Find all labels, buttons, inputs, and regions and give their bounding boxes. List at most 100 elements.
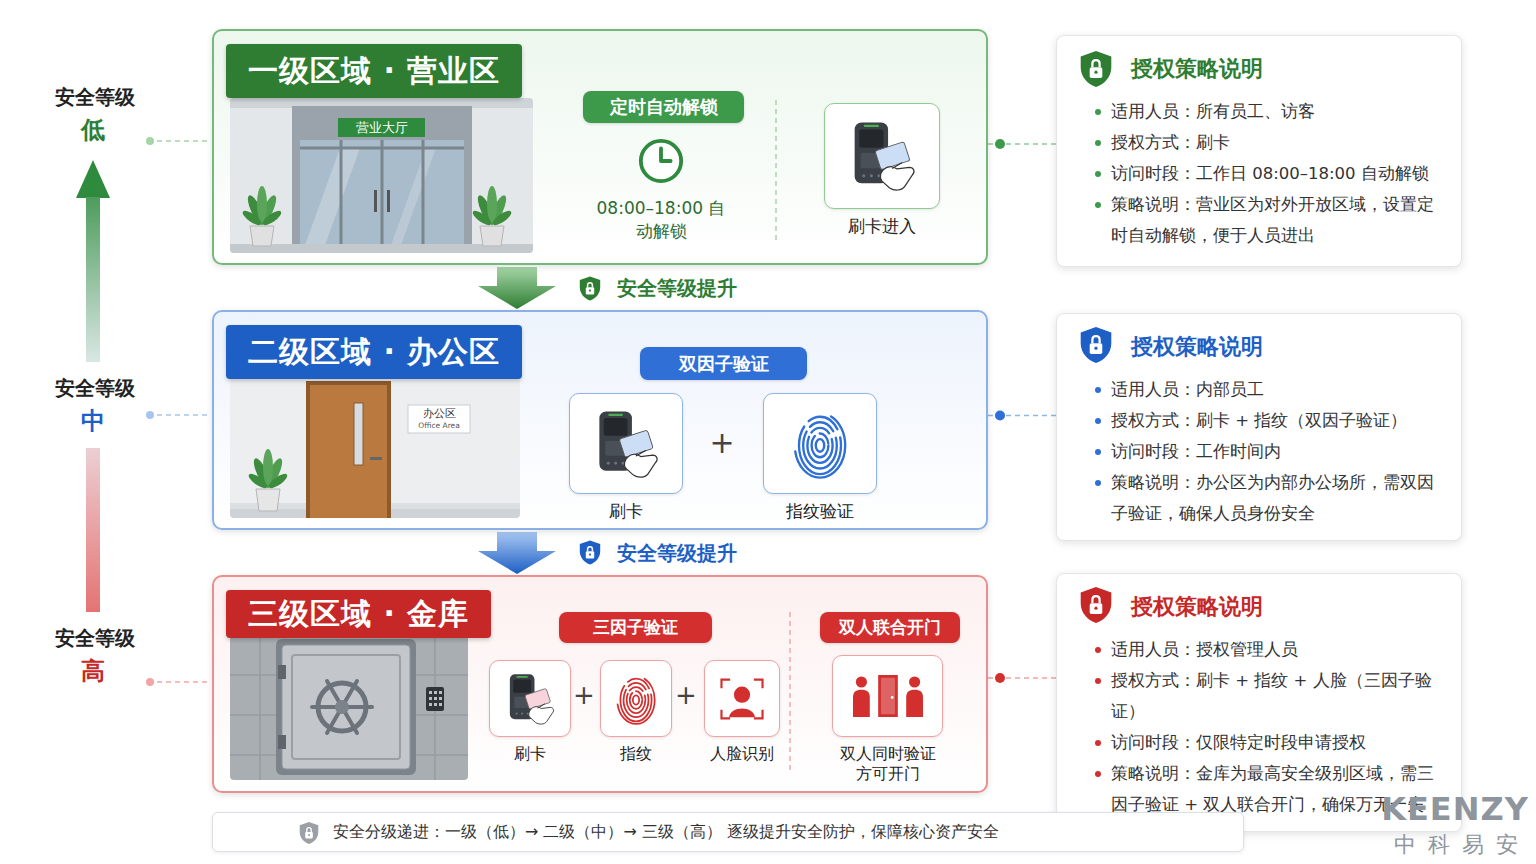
policy-row: 授权方式：刷卡 [1095,127,1445,158]
level-grade: 低 [81,116,105,145]
policy-row: 适用人员：授权管理人员 [1095,634,1445,665]
method-icon-box: 指纹 [600,660,672,737]
method-icon-box: 双人同时验证 方可开门 [832,655,943,737]
policy-heading: 授权策略说明 [1131,592,1263,622]
bullet-dot [1095,449,1101,455]
method-label: 三因子验证 [593,616,678,639]
bullet-dot [1095,109,1101,115]
link-dot [995,673,1005,683]
bullet-dot [1095,771,1101,777]
policy-item: 策略说明：办公区为内部办公场所，需双因子验证，确保人员身份安全 [1111,467,1445,529]
zone-panel: 三级区域 · 金库三因子验证刷卡指纹人脸识别双人联合开门双人同时验证 方可开门 [212,575,988,793]
method-caption: 双人同时验证 方可开门 [833,744,942,784]
method-icon-box: 刷卡 [489,660,571,737]
zone-panel: 二级区域 · 办公区双因子验证刷卡指纹验证 [212,310,988,530]
policy-row: 适用人员：内部员工 [1095,374,1445,405]
policy-item: 访问时段：工作时间内 [1111,436,1281,467]
policy-item: 授权方式：刷卡 [1111,127,1230,158]
card-reader-icon [502,671,558,727]
method-caption: 刷卡进入 [825,216,939,236]
sign-subtext: Office Area [418,421,460,430]
zone-title: 三级区域 · 金库 [226,590,491,638]
level-arrow [478,532,556,574]
method-caption: 指纹验证 [764,501,876,521]
two-person-door-icon [846,668,930,724]
fingerprint-icon [610,673,662,725]
summary-bar: 安全分级递进：一级（低）→ 二级（中）→ 三级（高） 逐级提升安全防护，保障核心… [212,812,1244,852]
level-grade: 高 [81,657,105,686]
method-label: 双因子验证 [679,352,769,376]
sign-text: 营业大厅 [356,120,408,136]
policy-item: 访问时段：仅限特定时段申请授权 [1111,727,1366,758]
bullet-dot [1095,678,1101,684]
policy-row: 访问时段：工作日 08:00–18:00 自动解锁 [1095,158,1445,189]
bullet-dot [1095,140,1101,146]
policy-item: 策略说明：营业区为对外开放区域，设置定时自动解锁，便于人员进出 [1111,189,1445,251]
level-caption: 安全等级 [55,85,135,109]
fingerprint-icon [785,409,855,479]
policy-row: 策略说明：营业区为对外开放区域，设置定时自动解锁，便于人员进出 [1095,189,1445,251]
watermark-brand: 中科易安 [1394,832,1530,858]
level-arrow [478,267,556,309]
shield-icon [1078,325,1114,365]
policy-row: 访问时段：工作时间内 [1095,436,1445,467]
method-pill: 三因子验证 [559,612,712,643]
shield-icon [580,541,600,565]
policy-heading: 授权策略说明 [1131,54,1263,84]
shield-icon [298,821,320,845]
bullet-dot [1095,740,1101,746]
policy-item: 授权方式：刷卡 + 指纹 + 人脸（三因子验证） [1111,665,1445,727]
sign-text: 办公区 [423,407,456,420]
method-caption: 刷卡 [570,501,682,521]
bullet-dot [1095,480,1101,486]
level-caption: 安全等级 [55,626,135,650]
method-label: 定时自动解锁 [610,95,718,119]
shield-icon [1078,49,1114,89]
policy-item: 适用人员：所有员工、访客 [1111,96,1315,127]
edge-label: 安全等级提升 [617,540,737,566]
policy-card: 授权策略说明适用人员：内部员工授权方式：刷卡 + 指纹（双因子验证）访问时段：工… [1056,313,1462,541]
card-reader-icon [589,407,663,481]
policy-row: 策略说明：办公区为内部办公场所，需双因子验证，确保人员身份安全 [1095,467,1445,529]
watermark-brand: KEENZY [1381,790,1529,828]
method-caption: 指纹 [601,744,671,764]
method-icon-box: 刷卡进入 [824,103,940,209]
method-icon-box: 刷卡 [569,393,683,494]
face-scan-icon [715,672,769,726]
policy-card: 授权策略说明适用人员：所有员工、访客授权方式：刷卡访问时段：工作日 08:00–… [1056,35,1462,267]
zone-title: 一级区域 · 营业区 [226,44,522,98]
policy-list: 适用人员：所有员工、访客授权方式：刷卡访问时段：工作日 08:00–18:00 … [1095,96,1445,251]
policy-item: 访问时段：工作日 08:00–18:00 自动解锁 [1111,158,1429,189]
policy-row: 适用人员：所有员工、访客 [1095,96,1445,127]
method-caption: 人脸识别 [705,744,779,764]
shield-icon [1078,585,1114,625]
policy-item: 适用人员：授权管理人员 [1111,634,1298,665]
link-dot [995,411,1005,421]
method-caption: 刷卡 [490,744,570,764]
method-icon-box: 指纹验证 [763,393,877,494]
method-pill: 定时自动解锁 [583,91,744,123]
method-icon-box: 人脸识别 [704,660,780,737]
policy-row: 授权方式：刷卡 + 指纹 + 人脸（三因子验证） [1095,665,1445,727]
bullet-dot [1095,202,1101,208]
level-grade: 中 [81,407,105,436]
bullet-dot [1095,418,1101,424]
plus-sign: + [709,425,734,461]
plus-sign: + [573,680,595,711]
zone-title: 二级区域 · 办公区 [226,325,522,379]
method-pill: 双人联合开门 [820,612,960,643]
shield-icon [580,277,600,301]
bullet-dot [1095,171,1101,177]
zone-panel: 一级区域 · 营业区定时自动解锁刷卡进入 [212,29,988,265]
level-leader [146,137,210,686]
level-caption: 安全等级 [55,376,135,400]
policy-row: 访问时段：仅限特定时段申请授权 [1095,727,1445,758]
plus-sign: + [675,680,697,711]
bullet-dot [1095,647,1101,653]
unlock-time: 08:00–18:00 自动解锁 [596,197,726,243]
summary-text: 安全分级递进：一级（低）→ 二级（中）→ 三级（高） 逐级提升安全防护，保障核心… [333,822,999,843]
method-pill: 双因子验证 [640,347,807,380]
policy-list: 适用人员：内部员工授权方式：刷卡 + 指纹（双因子验证）访问时段：工作时间内策略… [1095,374,1445,529]
edge-label: 安全等级提升 [617,275,737,301]
